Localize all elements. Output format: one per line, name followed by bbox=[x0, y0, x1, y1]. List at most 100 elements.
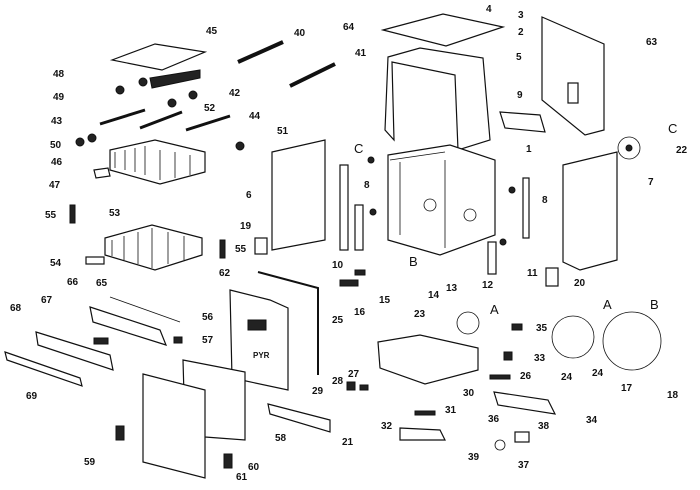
callout-15: 15 bbox=[379, 295, 391, 306]
callout-36: 36 bbox=[488, 414, 500, 425]
part-side-panel-right bbox=[562, 151, 618, 271]
callout-56: 56 bbox=[202, 312, 214, 323]
callout-10: 10 bbox=[332, 260, 344, 271]
callout-4: 4 bbox=[486, 4, 492, 15]
callout-37: 37 bbox=[518, 460, 530, 471]
part-cabinet-wrap bbox=[384, 47, 491, 151]
callout-11: 11 bbox=[527, 268, 538, 279]
callout-67: 67 bbox=[41, 295, 53, 306]
callout-19: 19 bbox=[240, 221, 252, 232]
callout-57: 57 bbox=[202, 335, 214, 346]
callout-2: 2 bbox=[518, 27, 524, 38]
callout-65: 65 bbox=[96, 278, 108, 289]
callout-24: 24 bbox=[592, 368, 604, 379]
callout-6: 6 bbox=[246, 190, 252, 201]
callout-60: 60 bbox=[248, 462, 260, 473]
callout-55: 55 bbox=[45, 210, 57, 221]
callout-24: 24 bbox=[561, 372, 573, 383]
callout-47: 47 bbox=[49, 180, 61, 191]
callout-50: 50 bbox=[50, 140, 62, 151]
callout-13: 13 bbox=[446, 283, 458, 294]
callout-3: 3 bbox=[518, 10, 524, 21]
callout-26: 26 bbox=[520, 371, 532, 382]
callout-C: C bbox=[668, 121, 677, 136]
callout-38: 38 bbox=[538, 421, 550, 432]
callout-B: B bbox=[409, 254, 418, 269]
part-top-cover bbox=[380, 13, 506, 47]
part-wheel bbox=[167, 98, 177, 108]
callout-16: 16 bbox=[354, 307, 366, 318]
part-inner-door bbox=[229, 289, 289, 391]
callout-25: 25 bbox=[332, 315, 344, 326]
callout-9: 9 bbox=[517, 90, 523, 101]
part-upper-rack-frame bbox=[109, 43, 208, 71]
door-logo: PYR bbox=[253, 351, 270, 360]
callout-31: 31 bbox=[445, 405, 457, 416]
callout-33: 33 bbox=[534, 353, 546, 364]
callout-17: 17 bbox=[621, 383, 633, 394]
callout-12: 12 bbox=[482, 280, 494, 291]
callout-7: 7 bbox=[648, 177, 654, 188]
callout-51: 51 bbox=[277, 126, 289, 137]
callout-49: 49 bbox=[53, 92, 65, 103]
callout-44: 44 bbox=[249, 111, 261, 122]
callout-34: 34 bbox=[586, 415, 598, 426]
callout-20: 20 bbox=[574, 278, 586, 289]
callout-62: 62 bbox=[219, 268, 231, 279]
callout-39: 39 bbox=[468, 452, 480, 463]
callout-C: C bbox=[354, 141, 363, 156]
callout-69: 69 bbox=[26, 391, 38, 402]
callout-1: 1 bbox=[526, 144, 532, 155]
callout-B: B bbox=[650, 297, 659, 312]
callout-48: 48 bbox=[53, 69, 65, 80]
callout-29: 29 bbox=[312, 386, 324, 397]
callout-28: 28 bbox=[332, 376, 344, 387]
callout-68: 68 bbox=[10, 303, 22, 314]
part-tub bbox=[387, 144, 496, 256]
part-lower-basket bbox=[104, 224, 203, 271]
callout-42: 42 bbox=[229, 88, 241, 99]
callout-52: 52 bbox=[204, 103, 216, 114]
part-wheel bbox=[138, 77, 148, 87]
part-upper-basket bbox=[109, 139, 206, 185]
part-back-panel bbox=[541, 16, 605, 136]
callout-55: 55 bbox=[235, 244, 247, 255]
parts-drawing: PYR bbox=[4, 13, 662, 479]
callout-35: 35 bbox=[536, 323, 548, 334]
part-rack-rail bbox=[149, 69, 201, 89]
callout-23: 23 bbox=[414, 309, 426, 320]
callout-27: 27 bbox=[348, 369, 360, 380]
callout-53: 53 bbox=[109, 208, 121, 219]
part-side-panel-left bbox=[271, 139, 326, 251]
callout-54: 54 bbox=[50, 258, 62, 269]
callout-64: 64 bbox=[343, 22, 355, 33]
callout-21: 21 bbox=[342, 437, 354, 448]
callout-A: A bbox=[603, 297, 612, 312]
callout-59: 59 bbox=[84, 457, 96, 468]
part-base bbox=[377, 334, 479, 385]
callout-66: 66 bbox=[67, 277, 79, 288]
callout-8: 8 bbox=[364, 180, 370, 191]
callout-A: A bbox=[490, 302, 499, 317]
callout-41: 41 bbox=[355, 48, 367, 59]
part-wheel bbox=[188, 90, 198, 100]
part-control-panel bbox=[89, 306, 168, 346]
callout-30: 30 bbox=[463, 388, 475, 399]
callout-14: 14 bbox=[428, 290, 440, 301]
callout-40: 40 bbox=[294, 28, 306, 39]
callout-18: 18 bbox=[667, 390, 679, 401]
callout-45: 45 bbox=[206, 26, 218, 37]
callout-58: 58 bbox=[275, 433, 287, 444]
part-wheel bbox=[115, 85, 125, 95]
callout-8: 8 bbox=[542, 195, 548, 206]
callout-46: 46 bbox=[51, 157, 63, 168]
callout-63: 63 bbox=[646, 37, 658, 48]
callout-32: 32 bbox=[381, 421, 393, 432]
callout-5: 5 bbox=[516, 52, 522, 63]
callout-22: 22 bbox=[676, 145, 688, 156]
part-outer-door bbox=[142, 373, 206, 479]
callout-43: 43 bbox=[51, 116, 63, 127]
